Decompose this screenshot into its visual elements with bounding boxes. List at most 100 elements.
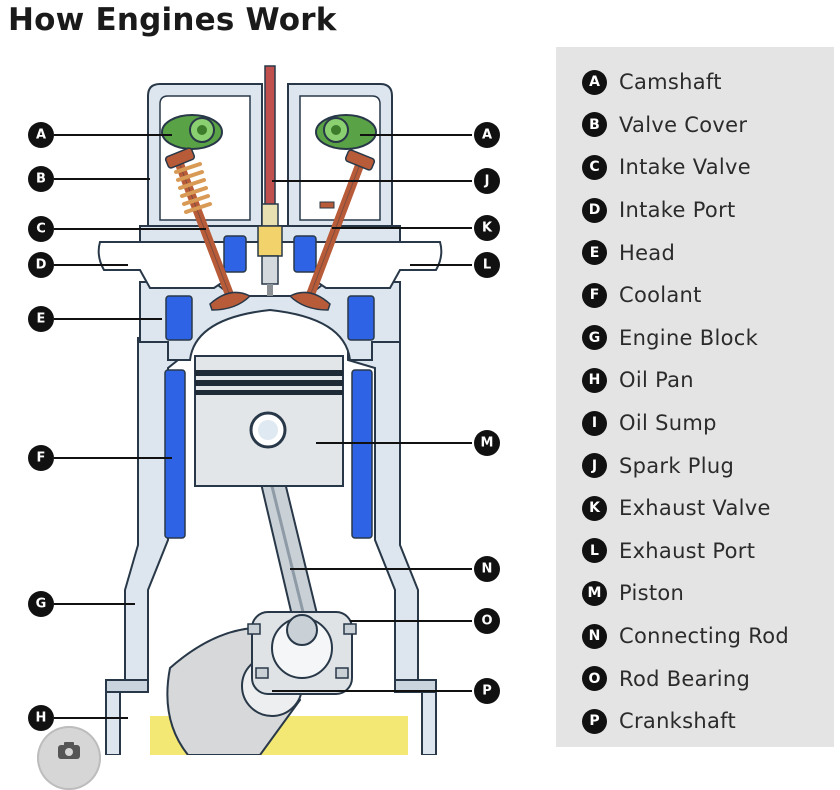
svg-text:D: D xyxy=(36,258,47,273)
marker-e: E xyxy=(28,306,54,332)
legend-item: L Exhaust Port xyxy=(582,530,834,573)
legend-item: F Coolant xyxy=(582,274,834,317)
coolant-head-left xyxy=(165,295,193,341)
legend-panel: A Camshaft B Valve Cover C Intake Valve D In… xyxy=(556,47,834,747)
camshaft-left xyxy=(161,114,223,150)
label-markers: A A B J C K D L E F M N G O P H xyxy=(28,122,500,731)
spark-plug xyxy=(257,203,283,296)
camshaft-right xyxy=(315,114,377,150)
camera-icon[interactable] xyxy=(37,726,101,790)
svg-text:A: A xyxy=(36,128,46,143)
legend-label: Camshaft xyxy=(619,70,722,95)
legend-item: B Valve Cover xyxy=(582,104,834,147)
coolant-head-right xyxy=(347,295,375,341)
engine-diagram: A A B J C K D L E F M N G O P H xyxy=(28,65,500,755)
legend-label: Rod Bearing xyxy=(619,666,751,691)
legend-letter: D xyxy=(582,197,607,223)
legend-letter: I xyxy=(582,410,607,436)
legend-label: Engine Block xyxy=(619,325,759,350)
spark-rod xyxy=(264,65,276,207)
legend-item: O Rod Bearing xyxy=(582,657,834,700)
legend-letter: H xyxy=(582,367,607,393)
oil-pan-rim xyxy=(105,679,149,693)
coolant-block-left xyxy=(164,369,186,539)
legend-label: Oil Sump xyxy=(619,411,717,436)
legend-letter: E xyxy=(582,240,607,266)
page-title: How Engines Work xyxy=(8,2,337,38)
legend-letter: M xyxy=(582,580,607,606)
svg-text:J: J xyxy=(484,174,490,189)
legend-letter: O xyxy=(582,666,607,692)
marker-f: F xyxy=(28,445,54,471)
legend-label: Head xyxy=(619,240,676,265)
svg-text:M: M xyxy=(481,436,494,451)
legend-label: Intake Valve xyxy=(619,155,751,180)
legend-item: D Intake Port xyxy=(582,189,834,232)
legend-letter: B xyxy=(582,112,607,138)
leader-lines xyxy=(54,134,472,719)
intake-port xyxy=(97,241,228,289)
coolant-block-right xyxy=(351,369,373,539)
exhaust-port xyxy=(312,241,443,289)
legend-item: P Crankshaft xyxy=(582,700,834,743)
svg-text:G: G xyxy=(36,597,47,612)
marker-l: L xyxy=(474,252,500,278)
svg-text:C: C xyxy=(36,222,46,237)
engine-block-right xyxy=(347,337,437,755)
marker-a-left: A xyxy=(28,122,54,148)
intake-valve xyxy=(164,147,252,311)
marker-p: P xyxy=(474,678,500,704)
legend-letter: C xyxy=(582,154,607,180)
legend-item: C Intake Valve xyxy=(582,146,834,189)
legend-item: H Oil Pan xyxy=(582,359,834,402)
marker-n: N xyxy=(474,556,500,582)
legend-letter: K xyxy=(582,495,607,521)
marker-c: C xyxy=(28,216,54,242)
cylinder-head xyxy=(139,281,401,361)
legend-letter: J xyxy=(582,453,607,479)
legend-label: Connecting Rod xyxy=(619,624,790,649)
marker-a-right: A xyxy=(474,122,500,148)
coolant-head-upper-right xyxy=(293,235,317,273)
marker-h: H xyxy=(28,705,54,731)
svg-text:H: H xyxy=(36,711,47,726)
piston xyxy=(194,355,344,487)
svg-text:A: A xyxy=(482,128,492,143)
svg-text:F: F xyxy=(37,451,46,466)
legend-letter: L xyxy=(582,538,607,564)
marker-m: M xyxy=(474,430,500,456)
svg-text:B: B xyxy=(36,172,46,187)
legend-label: Exhaust Port xyxy=(619,538,756,563)
engine-block xyxy=(105,337,179,755)
legend-item: A Camshaft xyxy=(582,61,834,104)
legend-item: I Oil Sump xyxy=(582,402,834,445)
legend-label: Spark Plug xyxy=(619,453,735,478)
marker-k: K xyxy=(474,215,500,241)
legend-label: Crankshaft xyxy=(619,709,737,734)
svg-text:L: L xyxy=(483,258,491,273)
rod-bearing xyxy=(247,611,357,695)
svg-text:E: E xyxy=(37,312,46,327)
legend-letter: P xyxy=(582,708,607,734)
legend-label: Coolant xyxy=(619,283,702,308)
legend-letter: F xyxy=(582,282,607,308)
svg-text:N: N xyxy=(482,562,493,577)
legend-label: Exhaust Valve xyxy=(619,496,771,521)
legend-letter: A xyxy=(582,69,607,95)
marker-g: G xyxy=(28,591,54,617)
legend-item: N Connecting Rod xyxy=(582,615,834,658)
camera-glyph xyxy=(58,742,80,759)
marker-b: B xyxy=(28,166,54,192)
legend-letter: N xyxy=(582,623,607,649)
legend-label: Valve Cover xyxy=(619,112,748,137)
legend-item: K Exhaust Valve xyxy=(582,487,834,530)
legend-item: E Head xyxy=(582,231,834,274)
marker-j: J xyxy=(474,168,500,194)
exhaust-valve xyxy=(288,149,376,311)
marker-o: O xyxy=(474,608,500,634)
legend-label: Intake Port xyxy=(619,198,736,223)
legend-item: J Spark Plug xyxy=(582,444,834,487)
legend-label: Oil Pan xyxy=(619,368,694,393)
svg-text:K: K xyxy=(482,221,493,236)
